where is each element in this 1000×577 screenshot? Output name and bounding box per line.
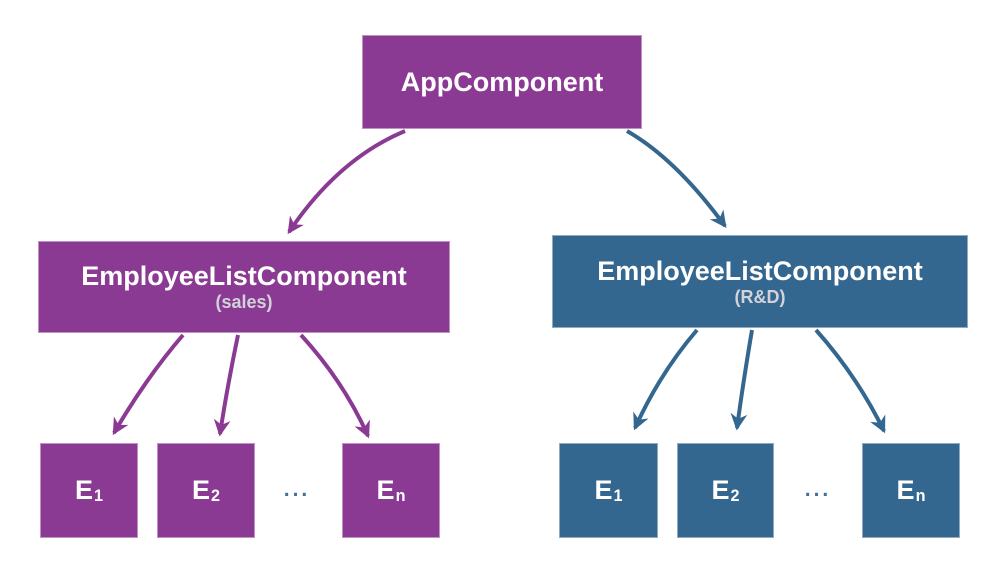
edge-app-to-sales-list <box>287 129 406 235</box>
edge-rd-to-e2 <box>730 329 754 431</box>
edge-sales-to-e1 <box>112 333 185 436</box>
employee-list-sales-subtitle: (sales) <box>215 292 273 312</box>
sales-employee-1-label: E1 <box>74 475 104 505</box>
sales-employee-n-node: En <box>342 443 440 538</box>
rd-employee-2-node: E2 <box>677 443 774 538</box>
employee-list-rd-node: EmployeeListComponent (R&D) <box>552 235 968 328</box>
edge-rd-to-e1 <box>633 328 699 431</box>
employee-list-rd-subtitle: (R&D) <box>734 286 786 307</box>
rd-employee-n-node: En <box>862 443 960 538</box>
employee-list-sales-title: EmployeeListComponent <box>81 261 407 291</box>
rd-employee-1-label: E1 <box>594 475 623 505</box>
edge-rd-to-en <box>814 328 886 434</box>
app-component-label: AppComponent <box>400 66 604 97</box>
sales-employee-2-node: E2 <box>157 443 255 538</box>
app-component-node: AppComponent <box>362 35 642 129</box>
employee-list-sales-node: EmployeeListComponent (sales) <box>38 241 450 333</box>
sales-employee-1-node: E1 <box>40 443 138 538</box>
sales-employee-2-label: E2 <box>191 475 221 505</box>
rd-employee-n-label: En <box>896 475 926 505</box>
rd-employee-1-node: E1 <box>559 443 658 538</box>
edge-sales-to-en <box>299 333 370 439</box>
rd-employee-2-label: E2 <box>711 475 740 505</box>
edge-app-to-rd-list <box>626 129 727 229</box>
rd-ellipsis: ... <box>804 478 832 501</box>
edge-sales-to-e2 <box>213 334 240 437</box>
sales-ellipsis: ... <box>283 478 311 501</box>
sales-employee-n-label: En <box>376 475 406 505</box>
employee-list-rd-title: EmployeeListComponent <box>597 255 923 286</box>
